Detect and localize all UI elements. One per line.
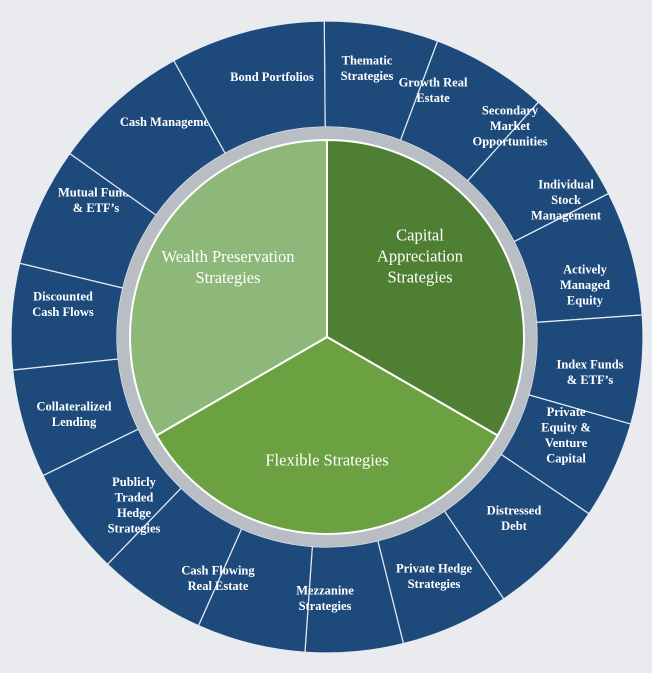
outer-segment-index-funds-etf-s: Index Funds & ETF’s: [500, 357, 632, 515]
outer-segment-label: Mutual Funds & ETF’s: [58, 185, 134, 215]
outer-segment-label: Cash Management: [120, 115, 221, 129]
outer-segment-label-line: Hedge: [117, 506, 151, 520]
outer-segment-label-line: Bond Portfolios: [230, 70, 314, 84]
outer-segment-label-line: Managed: [560, 278, 610, 292]
outer-segment-label-line: Cash Flows: [32, 305, 94, 319]
outer-segment-label-line: Capital: [546, 451, 586, 465]
outer-segment-label-line: Publicly: [112, 475, 157, 489]
outer-segment-label-line: Real Estate: [188, 579, 249, 593]
outer-segment-label-line: Stock: [551, 193, 581, 207]
sector-wealth-label-line: Strategies: [195, 268, 260, 287]
outer-segment-label-line: Mezzanine: [296, 583, 354, 597]
outer-segment-label-line: Strategies: [108, 521, 161, 535]
outer-segment-label-line: Secondary: [482, 104, 539, 118]
sector-capital-label-line: Strategies: [387, 268, 452, 287]
outer-segment-label-line: Growth Real: [399, 75, 468, 89]
outer-segment-label-line: Thematic: [342, 53, 393, 67]
outer-segment-label-line: Lending: [52, 415, 97, 429]
outer-segment-label-line: Individual: [538, 178, 594, 192]
sector-flexible-label-line: Flexible Strategies: [265, 451, 388, 470]
outer-segment-label-line: Strategies: [341, 69, 394, 83]
outer-segment-label-line: Estate: [416, 91, 450, 105]
outer-segment-label-line: Collateralized: [37, 399, 112, 413]
sector-wealth-shape: [129, 138, 328, 437]
sector-flexible-label: Flexible Strategies: [265, 451, 388, 470]
outer-segment-label-line: Equity: [567, 294, 604, 308]
outer-segment-label-line: Actively: [563, 263, 607, 277]
outer-segment-label-line: Distressed: [487, 503, 542, 517]
outer-segment-label-line: Opportunities: [472, 135, 547, 149]
outer-segment-label-line: Cash Management: [120, 115, 221, 129]
sector-capital-shape: [326, 138, 525, 437]
outer-segment-label-line: Private: [547, 405, 586, 419]
outer-segment-label-line: & ETF’s: [73, 201, 120, 215]
sector-capital-label-line: Appreciation: [377, 247, 463, 266]
outer-segment-label-line: Cash Flowing: [181, 563, 255, 577]
outer-segment-mutual-funds-etf-s: Mutual Funds & ETF’s: [19, 152, 157, 289]
outer-segment-label-line: Venture: [545, 436, 588, 450]
outer-segment-label-line: Strategies: [408, 577, 461, 591]
outer-segment-label: Bond Portfolios: [230, 70, 314, 84]
outer-segment-label-line: Discounted: [33, 289, 93, 303]
outer-segment-label-line: Index Funds: [556, 357, 623, 371]
outer-segment-label-line: Mutual Funds: [58, 185, 134, 199]
outer-segment-label-line: Debt: [501, 519, 528, 533]
outer-segment-label-line: & ETF’s: [567, 373, 614, 387]
outer-segment-label-line: Traded: [115, 490, 154, 504]
sector-wealth-label-line: Wealth Preservation: [162, 247, 295, 266]
sector-capital-label-line: Capital: [396, 226, 444, 245]
outer-segment-label-line: Strategies: [299, 599, 352, 613]
outer-segment-label-line: Private Hedge: [396, 561, 472, 575]
outer-segment-label-line: Management: [531, 209, 602, 223]
outer-segment-label: Index Funds & ETF’s: [556, 357, 623, 387]
outer-segment-label-line: Market: [490, 119, 531, 133]
outer-segment-label-line: Equity &: [541, 420, 591, 434]
